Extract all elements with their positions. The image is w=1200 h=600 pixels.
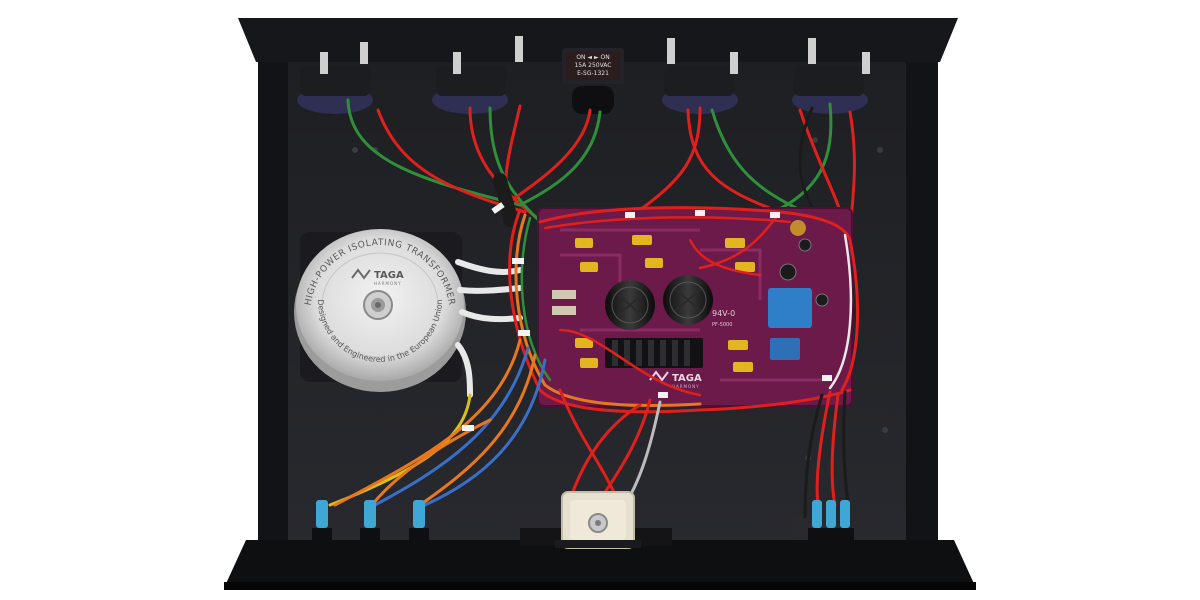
lower-wires (328, 338, 850, 522)
screw (352, 147, 358, 153)
pcb-marking: 94V-0 (712, 309, 735, 318)
electrolytic-capacitor (663, 275, 713, 325)
pcb-small-label: PF-5000 (712, 322, 732, 328)
spade-connector (409, 500, 429, 540)
taga-logo-icon (351, 268, 371, 280)
fuse-holder-line2: 15A 250VAC (574, 62, 611, 69)
pcb-brand: TAGA (672, 373, 702, 384)
pcb-taga-logo-icon (649, 370, 669, 382)
front-panel-edge (224, 582, 976, 590)
pcb-blue-transformer (768, 288, 812, 328)
ac-outlet (662, 38, 738, 114)
film-capacitors (575, 235, 755, 372)
right-side-wall (906, 62, 938, 556)
front-connectors (312, 500, 854, 540)
pcb-blue-relay (770, 338, 800, 360)
spade-connector (808, 500, 854, 540)
fuse-holder-line3: E-SG-1321 (577, 70, 609, 77)
pcb-fuse (552, 306, 576, 315)
front-panel (224, 540, 976, 588)
front-switch-block (790, 518, 808, 538)
spade-connector (312, 500, 332, 540)
screw (882, 427, 888, 433)
fuse-holder-line1: ON ◄ ► ON (576, 54, 609, 61)
rear-panel-lip (238, 18, 958, 62)
spade-connector (360, 500, 380, 540)
electrolytic-capacitor (605, 280, 655, 330)
small-capacitor (815, 293, 829, 307)
pcb-brand-sub: HARMONY (672, 384, 700, 389)
transformer-brand-sub: HARMONY (374, 281, 402, 286)
screw (877, 147, 883, 153)
pcb-fuse (552, 290, 576, 299)
small-capacitor (779, 263, 797, 281)
cable-ties (462, 202, 832, 431)
ac-outlets-row (297, 36, 870, 114)
screw (812, 137, 818, 143)
fuse-holder: ON ◄ ► ON 15A 250VAC E-SG-1321 (562, 48, 624, 114)
small-capacitor (798, 238, 812, 252)
left-side-wall (258, 62, 288, 556)
main-pcb: 94V-0 PF-5000 TAGA HARMONY (537, 207, 853, 407)
transformer-brand: TAGA (374, 270, 404, 281)
front-choke (520, 491, 672, 549)
toroidal-transformer: HIGH-POWER ISOLATING TRANSFORMER Designe… (294, 229, 466, 392)
inductor (790, 220, 806, 236)
ac-outlet (297, 42, 373, 114)
